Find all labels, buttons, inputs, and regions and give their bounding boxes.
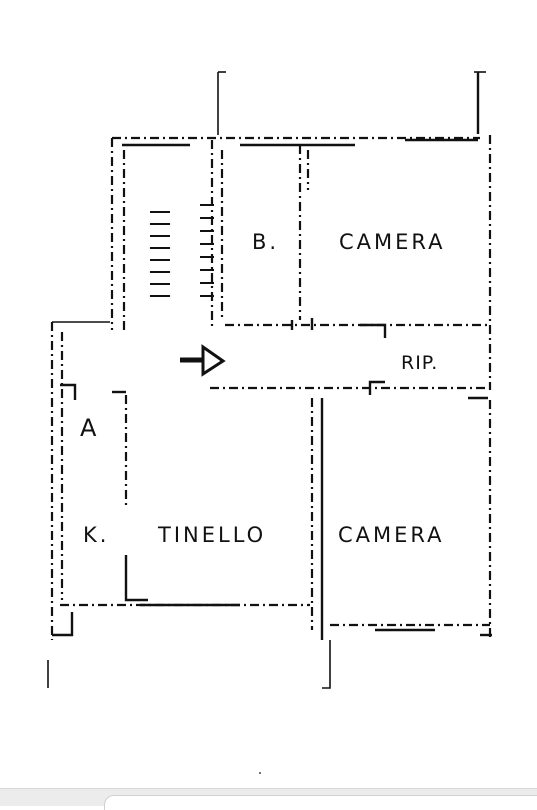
- room-label-bedroom-upper: CAMERA: [339, 230, 446, 254]
- arrow-right-icon: [180, 344, 226, 377]
- speck: [259, 772, 261, 774]
- outer-walls: [47, 71, 492, 689]
- room-label-landing: RIP.: [401, 352, 438, 374]
- floor-plan: B. CAMERA RIP. A K. TINELLO CAMERA: [47, 71, 492, 774]
- room-label-dining: TINELLO: [157, 523, 266, 547]
- room-label-bathroom: B.: [252, 230, 279, 254]
- room-label-kitchen: K.: [83, 523, 109, 547]
- bottom-mid-stub: [322, 640, 331, 689]
- bottom-input-field[interactable]: [104, 795, 537, 810]
- room-label-alcove: A: [80, 414, 97, 442]
- interior-walls: [60, 140, 490, 640]
- room-label-bedroom-lower: CAMERA: [338, 523, 445, 547]
- bottom-bar: [0, 788, 537, 810]
- staircase: [150, 204, 214, 297]
